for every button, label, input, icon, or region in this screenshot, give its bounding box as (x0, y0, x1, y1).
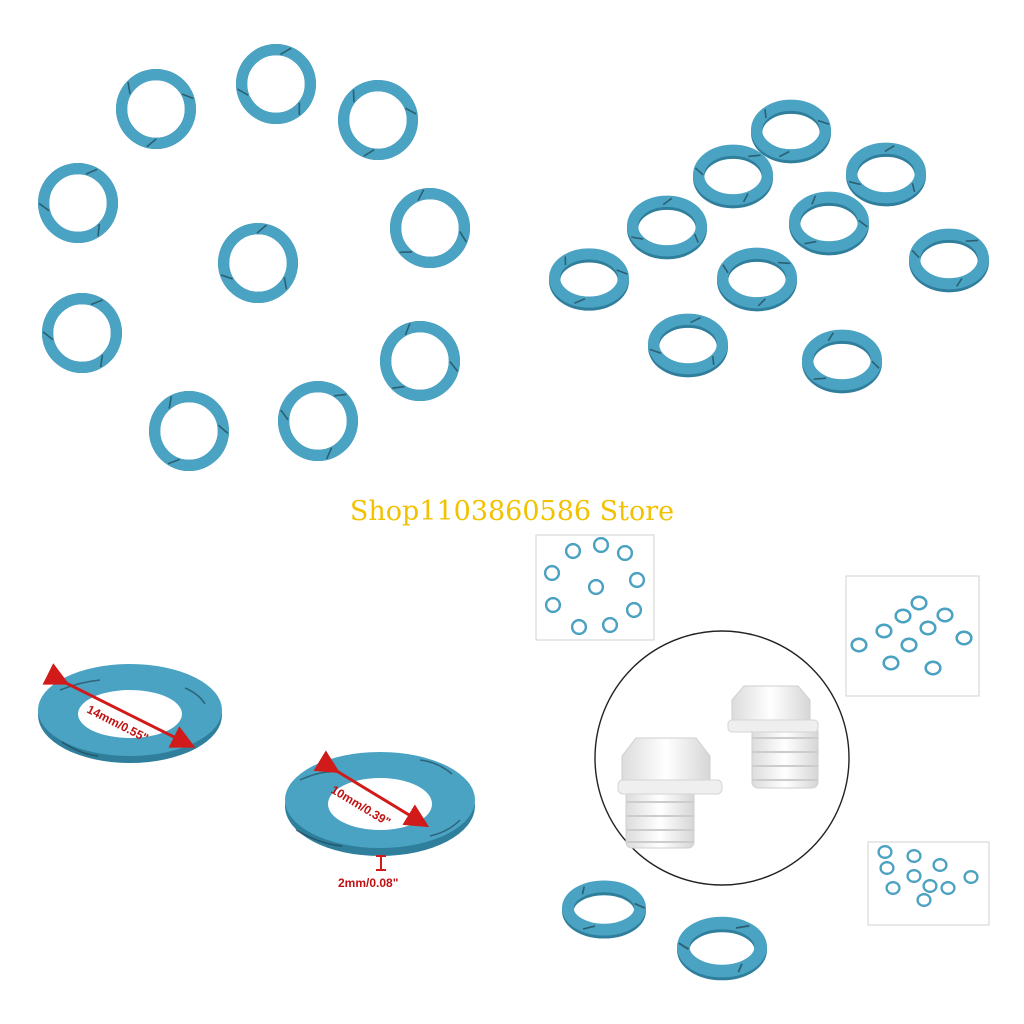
drain-plug-icon (617, 737, 723, 849)
loose-washers (562, 880, 767, 981)
washer-icon (940, 881, 956, 895)
washer-icon (626, 195, 707, 260)
washer-icon (882, 655, 900, 671)
washer-icon (115, 68, 197, 150)
washer-icon (628, 571, 645, 588)
washer-icon (875, 623, 893, 639)
washer-icon (625, 601, 642, 618)
washer-icon (601, 616, 618, 633)
washer-icon (963, 870, 979, 884)
washer-icon (788, 191, 869, 256)
thumbnail-ring-cluster (535, 534, 655, 641)
washer-icon (562, 880, 647, 939)
washer-icon (908, 228, 989, 293)
washer-icon (676, 916, 767, 981)
washer-icon (592, 536, 609, 553)
washer-icon (149, 391, 230, 472)
washer-icon (543, 564, 560, 581)
washer-cluster-ring (37, 43, 471, 472)
washer-icon (879, 861, 895, 875)
washer-icon (570, 618, 587, 635)
washer-icon (41, 293, 123, 374)
washer-icon (37, 163, 119, 244)
washer-icon (692, 144, 773, 209)
washer-icon (850, 637, 868, 653)
washer-icon (910, 595, 928, 611)
washer-icon (916, 893, 932, 907)
washer-icon (218, 223, 299, 304)
dimension-washer-outer: 14mm/0.55" (38, 663, 222, 763)
washer-icon (544, 596, 561, 613)
washer-icon (906, 869, 922, 883)
washer-icon (924, 660, 942, 676)
washer-icon (750, 99, 831, 164)
washer-icon (919, 620, 937, 636)
washer-icon (236, 43, 317, 125)
washer-icon (845, 142, 926, 207)
washer-icon (390, 188, 471, 269)
dimension-washer-inner: 10mm/0.39" 2mm/0.08" (285, 750, 475, 890)
washer-icon (587, 578, 604, 595)
washer-icon (647, 313, 728, 378)
washer-icon (877, 845, 893, 859)
washer-icon (922, 879, 938, 893)
dimension-arrow-icon (313, 750, 430, 828)
washer-icon (885, 881, 901, 895)
washer-icon (616, 544, 633, 561)
washer-icon (548, 248, 629, 311)
washer-icon (564, 542, 581, 559)
washer-icon (716, 247, 797, 312)
thumbnail-scatter-cluster (845, 575, 980, 697)
washer-icon (894, 608, 912, 624)
washer-icon (955, 630, 973, 646)
drain-plug-icon (727, 685, 819, 789)
washer-icon (906, 849, 922, 863)
washer-icon (801, 329, 882, 394)
dimension-arrow-icon (42, 663, 196, 748)
washer-icon (278, 381, 359, 462)
washer-icon (936, 607, 954, 623)
thickness-label: 2mm/0.08" (338, 876, 398, 890)
washer-icon (900, 637, 918, 653)
washer-cluster-scatter (548, 99, 989, 394)
thumbnail-scatter-cluster-small (867, 841, 990, 926)
washer-icon (932, 858, 948, 872)
washer-icon (338, 79, 419, 161)
store-watermark: Shop1103860586 Store (349, 496, 675, 527)
washer-icon (380, 321, 461, 402)
drain-plug-showcase (594, 630, 850, 886)
